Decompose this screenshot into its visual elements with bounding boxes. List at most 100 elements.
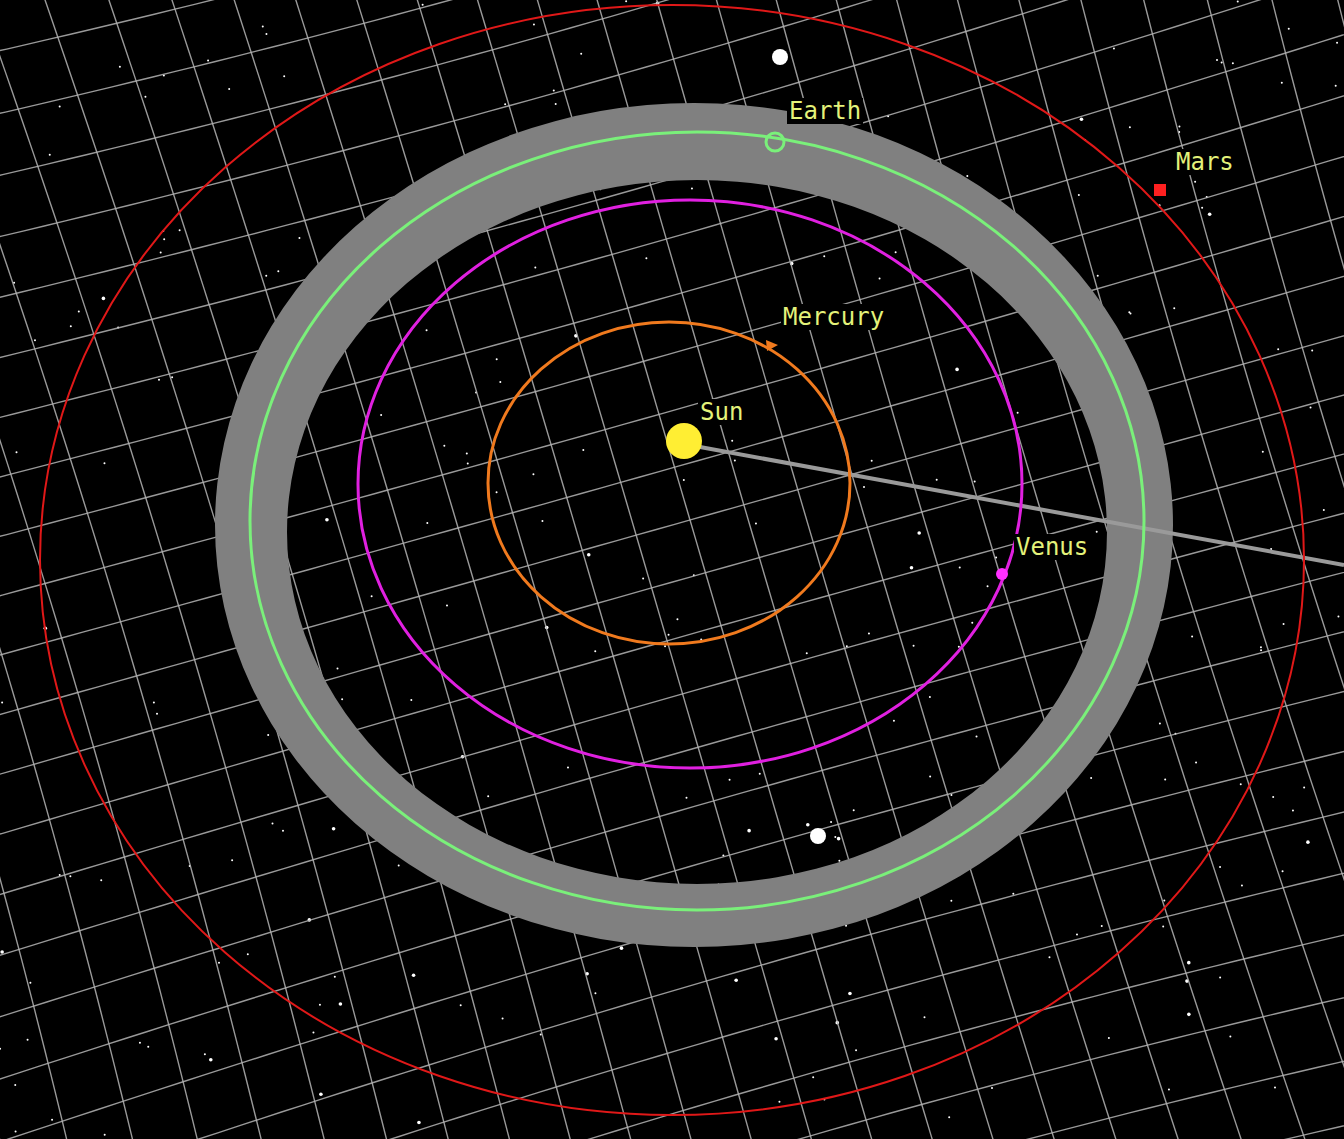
star-dot [1168,1089,1170,1091]
star-dot [283,75,285,77]
star-dot [917,531,921,535]
star-dot [806,823,810,827]
star-dot [553,89,555,91]
star-dot [734,978,738,982]
star-dot [371,595,373,597]
star-dot [247,953,249,955]
star-dot [265,275,267,277]
star-dot [412,973,416,977]
star-dot [265,33,267,35]
planet-label: Sun [698,399,745,425]
habitable-zone-band [215,103,1173,947]
star-dot [341,698,343,700]
star-dot [78,311,80,313]
star-dot [936,479,938,481]
star-dot [282,830,284,832]
star-dot [1101,925,1103,927]
star-dot [532,473,534,475]
star-dot [207,59,209,61]
planet-label: Mars [1174,149,1236,175]
star-dot [1096,531,1098,533]
star-dot [1219,976,1221,978]
star-dot [1281,82,1283,84]
star-dot [1311,350,1313,352]
star-dot [642,577,644,579]
star-dot [778,1101,780,1103]
star-dot [1274,1086,1276,1088]
star-dot [496,491,498,493]
star-dot [69,875,71,877]
star-dot [1,702,3,704]
star-dot [830,821,832,823]
star-dot [1277,348,1279,350]
star-dot [587,553,591,557]
star-dot [147,1046,149,1048]
star-dot [594,992,596,994]
star-dot [1187,1013,1191,1017]
planet-label: Venus [1014,534,1090,560]
star-dot [1292,809,1294,811]
star-dot [1164,778,1166,780]
star-dot [1159,722,1161,724]
star-dot [1178,126,1180,128]
star-dot [1219,866,1221,868]
star-dot [422,4,424,6]
star-dot [910,566,914,570]
star-dot [158,379,160,381]
star-dot [567,766,569,768]
star-dot [1260,649,1262,651]
star-dot [209,1058,213,1062]
star-dot [16,451,18,453]
grid-line [0,836,1344,1139]
star-dot [1260,646,1262,648]
star-dot [139,1042,141,1044]
star-dot [976,736,978,738]
star-dot [262,26,264,28]
star-dot [443,445,445,447]
star-dot [29,982,31,984]
star-dot [645,257,647,259]
star-dot [502,1018,504,1020]
star-dot [49,154,51,156]
grid-line [1010,0,1344,1139]
grid-line [0,0,1344,24]
star-dot [534,266,536,268]
star-dot [950,794,952,796]
star-dot [467,463,469,465]
star-dot [1012,893,1014,895]
star-dot [879,277,881,279]
star-dot [1241,885,1243,887]
star-dot [806,652,808,654]
star-dot [487,795,489,797]
star-dot [893,720,895,722]
star-dot [823,255,825,257]
star-dot [153,701,155,703]
star-dot [337,667,339,669]
grid-line [0,0,244,1139]
star-dot [1221,62,1223,64]
star-dot [958,646,960,648]
earth-marker [766,133,784,151]
star-dot [504,103,506,105]
star-dot [1288,28,1290,30]
star-dot [1130,312,1132,314]
grid-line [1260,0,1344,1139]
mars-orbit [40,5,1304,1115]
star-dot [100,879,102,881]
grid-line [0,0,428,1139]
star-dot [664,645,666,647]
star-dot [163,238,165,240]
star-dot [312,1031,314,1033]
star-dot [1272,796,1274,798]
star-dot [1323,509,1325,511]
venus-marker [996,568,1008,580]
star-dot [950,900,952,902]
star-dot [34,339,36,341]
star-dot [380,414,382,416]
star-dot [747,829,751,833]
star-dot [582,449,584,451]
star-dot [834,836,836,838]
